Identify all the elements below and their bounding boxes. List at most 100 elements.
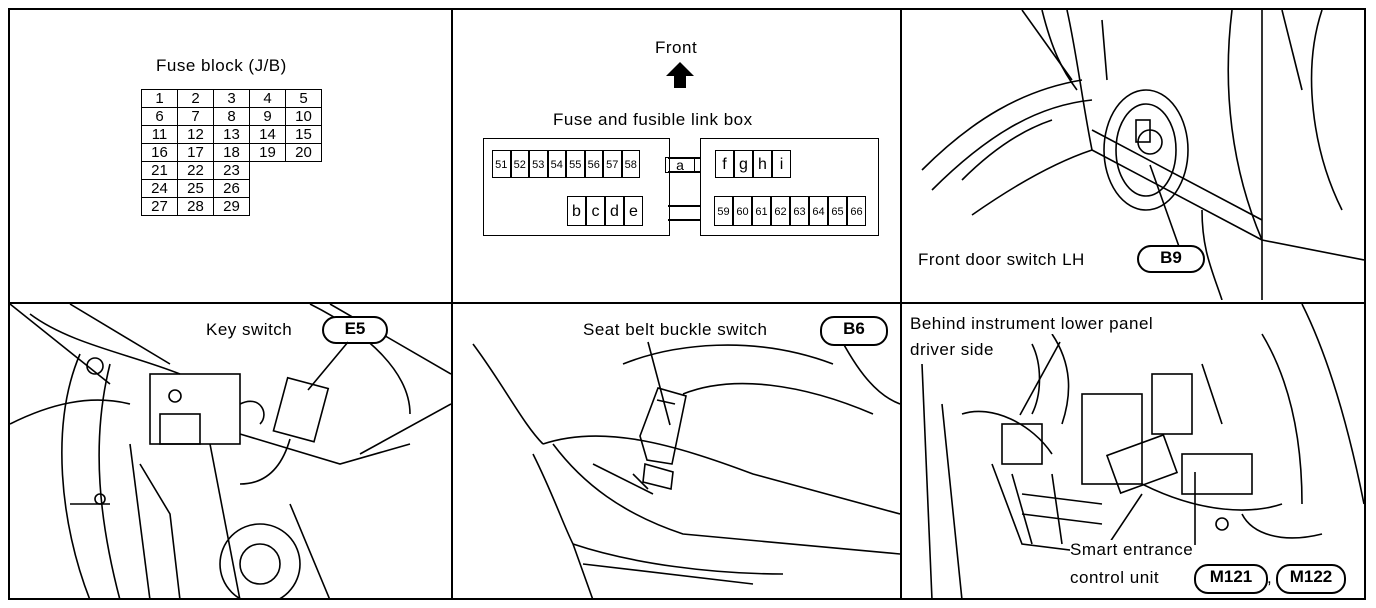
- fuse-cell-3: 3: [213, 89, 250, 108]
- location-leader-line: [1019, 341, 1061, 416]
- fuse-cell-1: 1: [141, 89, 178, 108]
- fuse-cell-59: 59: [714, 196, 733, 226]
- fuse-cell-b: b: [567, 196, 586, 226]
- fuse-cell-54: 54: [547, 150, 566, 178]
- seat-belt-leader-line: [647, 341, 671, 426]
- fuse-cell-21: 21: [141, 161, 178, 180]
- fuse-cell-17: 17: [177, 143, 214, 162]
- connector-m122: M122: [1276, 564, 1346, 594]
- fuse-cell-14: 14: [249, 125, 286, 144]
- smart-entrance-illustration: [921, 304, 1364, 600]
- fuse-cell-19: 19: [249, 143, 286, 162]
- fuse-cell-5: 5: [285, 89, 322, 108]
- seat-belt-label: Seat belt buckle switch: [583, 320, 768, 340]
- fuse-cell-9: 9: [249, 107, 286, 126]
- fuse-cell-57: 57: [603, 150, 622, 178]
- fuse-cell-53: 53: [529, 150, 548, 178]
- fuse-empty-slot: [250, 180, 286, 198]
- fusible-link-box-title: Fuse and fusible link box: [553, 110, 753, 129]
- fuse-empty-slot: [286, 180, 322, 198]
- fuse-cell-f: f: [715, 150, 734, 178]
- fuse-cell-29: 29: [213, 197, 250, 216]
- smart-entrance-label-line1: Smart entrance: [1070, 540, 1194, 560]
- fuse-cell-22: 22: [177, 161, 214, 180]
- fuse-cell-6: 6: [141, 107, 178, 126]
- fuse-cell-52: 52: [510, 150, 529, 178]
- fuse-cell-23: 23: [213, 161, 250, 180]
- location-line2: driver side: [910, 340, 994, 360]
- location-line1: Behind instrument lower panel: [910, 314, 1154, 334]
- fuse-cell-h: h: [753, 150, 772, 178]
- fuse-cell-2: 2: [177, 89, 214, 108]
- divider-h: [8, 302, 1366, 304]
- fuse-cell-58: 58: [621, 150, 640, 178]
- connector-m121: M121: [1194, 564, 1268, 594]
- key-switch-leader-line: [307, 341, 349, 391]
- front-door-illustration: [921, 10, 1364, 300]
- fuse-cell-55: 55: [566, 150, 585, 178]
- divider-v2: [900, 8, 902, 600]
- fuse-cell-18: 18: [213, 143, 250, 162]
- fuse-cell-56: 56: [584, 150, 603, 178]
- fuse-cell-e: e: [624, 196, 643, 226]
- front-label: Front: [655, 38, 698, 57]
- fuse-empty-slot: [250, 198, 286, 216]
- fuse-cell-24: 24: [141, 179, 178, 198]
- fuse-cell-27: 27: [141, 197, 178, 216]
- fuse-cell-25: 25: [177, 179, 214, 198]
- fuse-cell-g: g: [734, 150, 753, 178]
- fuse-empty-slot: [286, 198, 322, 216]
- connector-e5: E5: [322, 316, 388, 344]
- fuse-cell-64: 64: [809, 196, 828, 226]
- divider-v1: [451, 8, 453, 600]
- fuse-cell-15: 15: [285, 125, 322, 144]
- link-connector-top2: [668, 171, 700, 173]
- fuse-cell-13: 13: [213, 125, 250, 144]
- fuse-empty-slot: [286, 162, 322, 180]
- fuse-cell-8: 8: [213, 107, 250, 126]
- fuse-cell-4: 4: [249, 89, 286, 108]
- link-connector-bottom2: [668, 219, 700, 221]
- fuse-cell-7: 7: [177, 107, 214, 126]
- fuse-cell-11: 11: [141, 125, 178, 144]
- link-connector-bottom: [668, 205, 700, 207]
- fuse-cell-16: 16: [141, 143, 178, 162]
- front-door-switch-label: Front door switch LH: [918, 250, 1085, 270]
- diagram-frame: [8, 8, 1366, 600]
- fuse-empty-slot: [250, 162, 286, 180]
- fuse-cell-10: 10: [285, 107, 322, 126]
- fuse-cell-c: c: [586, 196, 605, 226]
- fusible-link-a: a: [665, 157, 695, 173]
- fuse-cell-26: 26: [213, 179, 250, 198]
- fuse-cell-66: 66: [847, 196, 866, 226]
- smart-entrance-label-line2: control unit: [1070, 568, 1160, 588]
- fuse-cell-d: d: [605, 196, 624, 226]
- fuse-cell-61: 61: [752, 196, 771, 226]
- smart-entrance-leader-line: [1194, 472, 1196, 545]
- key-switch-label: Key switch: [206, 320, 293, 340]
- connector-b6: B6: [820, 316, 888, 346]
- fuse-cell-28: 28: [177, 197, 214, 216]
- key-switch-illustration: [10, 304, 451, 600]
- fuse-cell-i: i: [772, 150, 791, 178]
- fuse-cell-12: 12: [177, 125, 214, 144]
- fuse-cell-63: 63: [790, 196, 809, 226]
- fuse-cell-20: 20: [285, 143, 322, 162]
- fuse-cell-60: 60: [733, 196, 752, 226]
- fuse-block-title: Fuse block (J/B): [156, 56, 287, 75]
- fuse-cell-51: 51: [492, 150, 511, 178]
- connector-b9: B9: [1137, 245, 1205, 273]
- fuse-cell-65: 65: [828, 196, 847, 226]
- fusible-link-box-left: [483, 138, 670, 236]
